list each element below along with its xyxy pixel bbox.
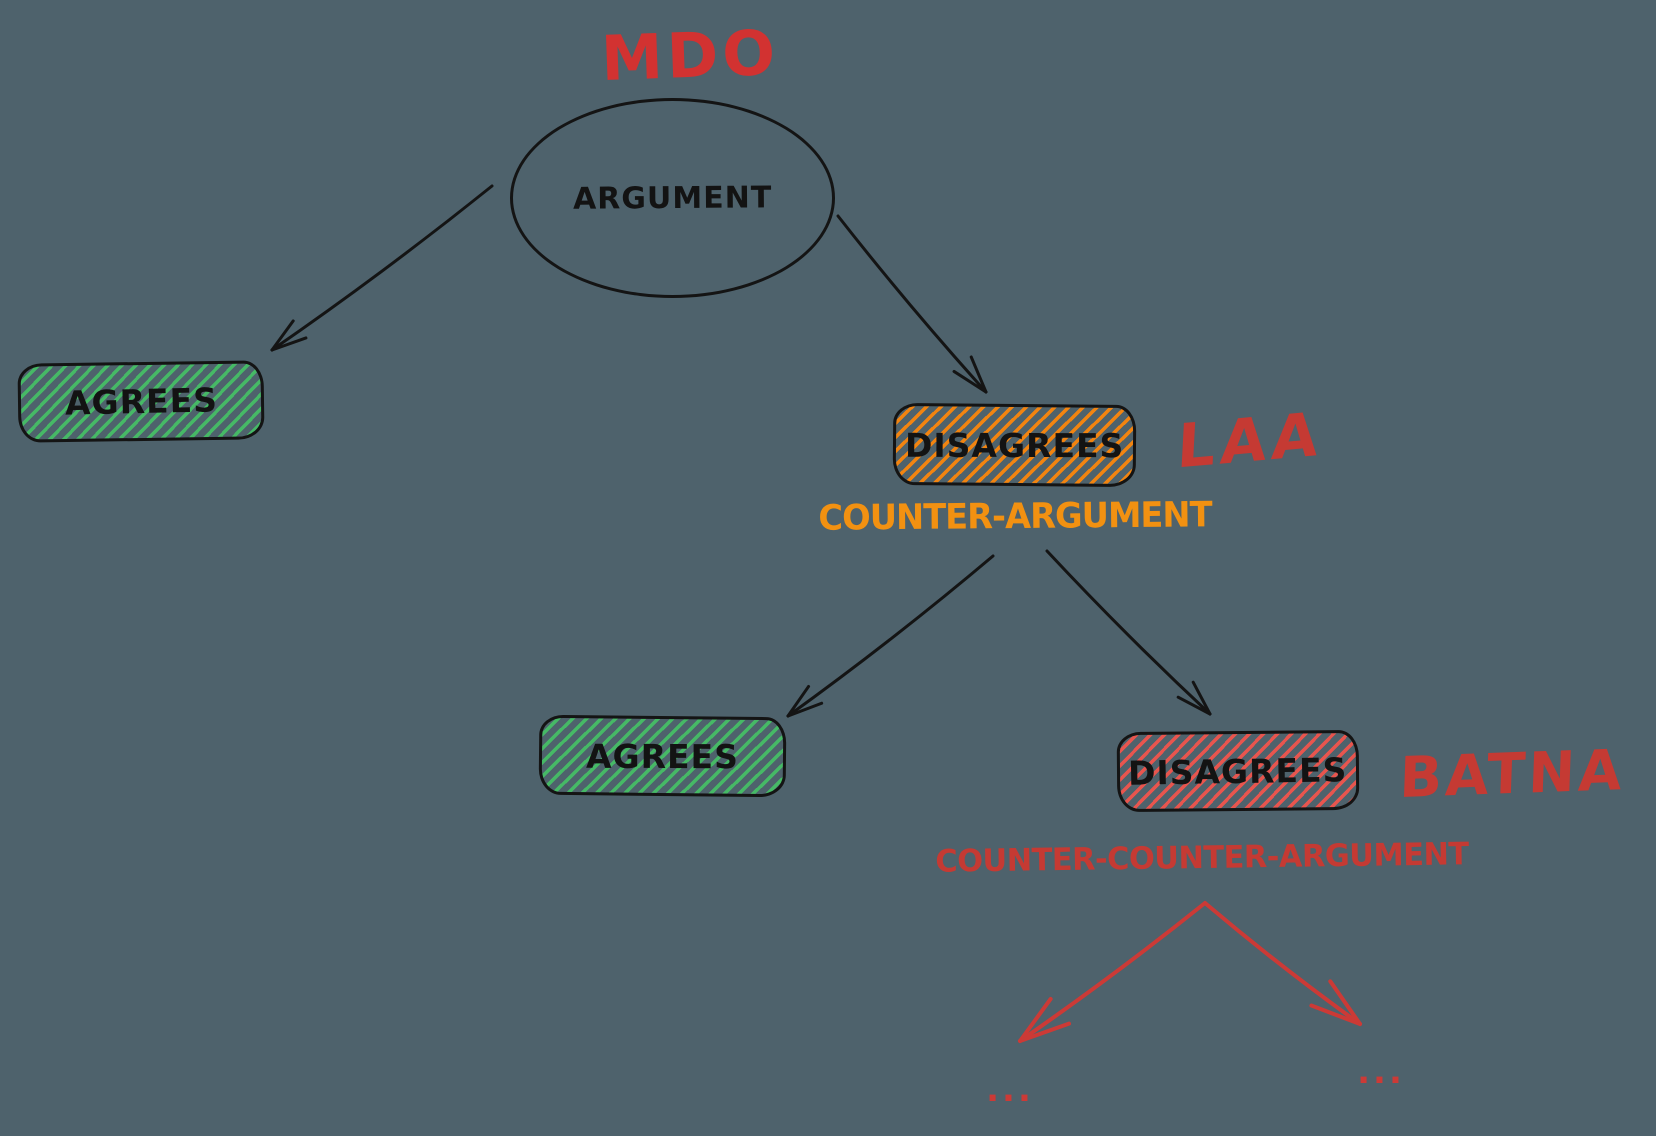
edge-disagrees-2-to-more-right — [1203, 901, 1362, 1026]
edge-argument-to-disagrees-1 — [836, 214, 988, 394]
label-counter-counter-argument: COUNTER-COUNTER-ARGUMENT — [935, 836, 1469, 880]
node-argument-label: ARGUMENT — [572, 179, 773, 217]
node-disagrees-2-label: DISAGREES — [1128, 749, 1348, 793]
label-batna: BATNA — [1398, 737, 1626, 811]
node-disagrees-1-label: DISAGREES — [904, 425, 1125, 465]
edge-disagrees-1-to-disagrees-2 — [1045, 549, 1212, 716]
node-agrees-1: AGREES — [17, 360, 265, 443]
node-agrees-2-label: AGREES — [585, 736, 740, 776]
edge-disagrees-1-to-agrees-2 — [786, 554, 995, 718]
label-ellipsis-right: ... — [1357, 1052, 1405, 1092]
edge-disagrees-2-to-more-left — [1018, 901, 1207, 1043]
node-agrees-1-label: AGREES — [64, 380, 218, 423]
node-agrees-2: AGREES — [538, 714, 787, 798]
label-ellipsis-left: ... — [986, 1070, 1034, 1110]
node-disagrees-2: DISAGREES — [1116, 729, 1360, 813]
node-disagrees-1: DISAGREES — [892, 402, 1137, 488]
node-argument: ARGUMENT — [510, 98, 835, 298]
edge-argument-to-agrees-1 — [270, 184, 494, 352]
label-mdo: MDO — [599, 15, 781, 95]
label-counter-argument: COUNTER-ARGUMENT — [818, 495, 1212, 539]
